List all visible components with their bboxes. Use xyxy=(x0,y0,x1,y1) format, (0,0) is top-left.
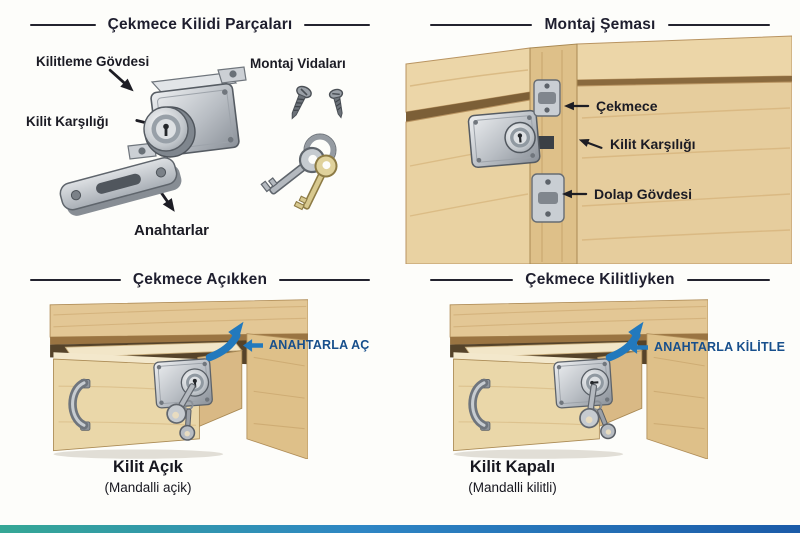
turn-arrow xyxy=(605,321,644,362)
open-panel-title: Çekmece Açıkken xyxy=(0,271,400,289)
leader-arrow-icon xyxy=(562,189,588,199)
locked-action-label: ANAHTARLA KİLİTLE xyxy=(654,340,786,354)
locked-action-callout: ANAHTARLA KİLİTLE xyxy=(628,340,785,354)
strike-plate-label: Kilit Karşılığı xyxy=(26,114,109,129)
locked-caption: Kilit Kapalı xyxy=(469,458,556,476)
cabinet-callout: Dolap Gövdesi xyxy=(562,186,692,202)
mounting-screws-illustration xyxy=(291,85,344,120)
drawer-handle xyxy=(468,378,491,431)
parts-panel-title: Çekmece Kilidi Parçaları xyxy=(0,16,400,34)
strike-callout: Kilit Karşılığı xyxy=(578,136,696,152)
open-action-callout: ANAHTARLA AÇ xyxy=(243,338,370,352)
locked-panel: Çekmece Kilitliyken xyxy=(400,266,800,533)
open-subcaption: (Mandalli açik) xyxy=(104,480,192,495)
turn-arrow xyxy=(205,321,244,362)
mounting-screws-label: Montaj Vidaları xyxy=(250,56,346,71)
cabinet-label: Dolap Gövdesi xyxy=(594,186,693,202)
open-drawer-illustration xyxy=(49,299,308,460)
locked-caption-block: Kilit Kapalı (Mandalli kilitli) xyxy=(400,458,625,495)
open-action-label: ANAHTARLA AÇ xyxy=(269,338,370,352)
locked-subcaption: (Mandalli kilitli) xyxy=(468,480,557,495)
keys-label: Anahtarlar xyxy=(134,222,210,239)
footer-gradient-bar xyxy=(0,525,800,533)
action-arrow-icon xyxy=(628,340,648,354)
drawer-callout: Çekmece xyxy=(564,98,658,114)
action-arrow-icon xyxy=(243,338,263,352)
lock-body-illustration xyxy=(127,66,247,160)
lock-body-label: Kilitleme Gövdesi xyxy=(36,54,150,69)
open-caption-block: Kilit Açık (Mandalli açik) xyxy=(28,458,268,495)
inserted-key xyxy=(579,383,617,440)
locked-panel-title: Çekmece Kilitliyken xyxy=(400,271,800,289)
leader-arrow-icon xyxy=(108,68,134,92)
installation-scene-illustration xyxy=(405,35,792,264)
strike-plate-illustration xyxy=(59,157,182,216)
installation-panel-title: Montaj Şeması xyxy=(400,16,800,34)
keys-illustration xyxy=(260,133,338,211)
inserted-key xyxy=(166,383,196,441)
leader-arrow-icon xyxy=(578,139,603,149)
locked-drawer-illustration xyxy=(449,299,708,460)
open-panel: Çekmece Açıkken xyxy=(0,266,400,533)
installation-panel: Montaj Şeması xyxy=(400,0,800,266)
drawer-label: Çekmece xyxy=(596,98,658,114)
strike-label: Kilit Karşılığı xyxy=(610,136,696,152)
parts-panel: Çekmece Kilidi Parçaları Kilitleme Gövde… xyxy=(0,0,400,266)
leader-arrow-icon xyxy=(564,101,590,111)
drawer-handle xyxy=(68,378,91,431)
open-caption: Kilit Açık xyxy=(113,458,183,476)
